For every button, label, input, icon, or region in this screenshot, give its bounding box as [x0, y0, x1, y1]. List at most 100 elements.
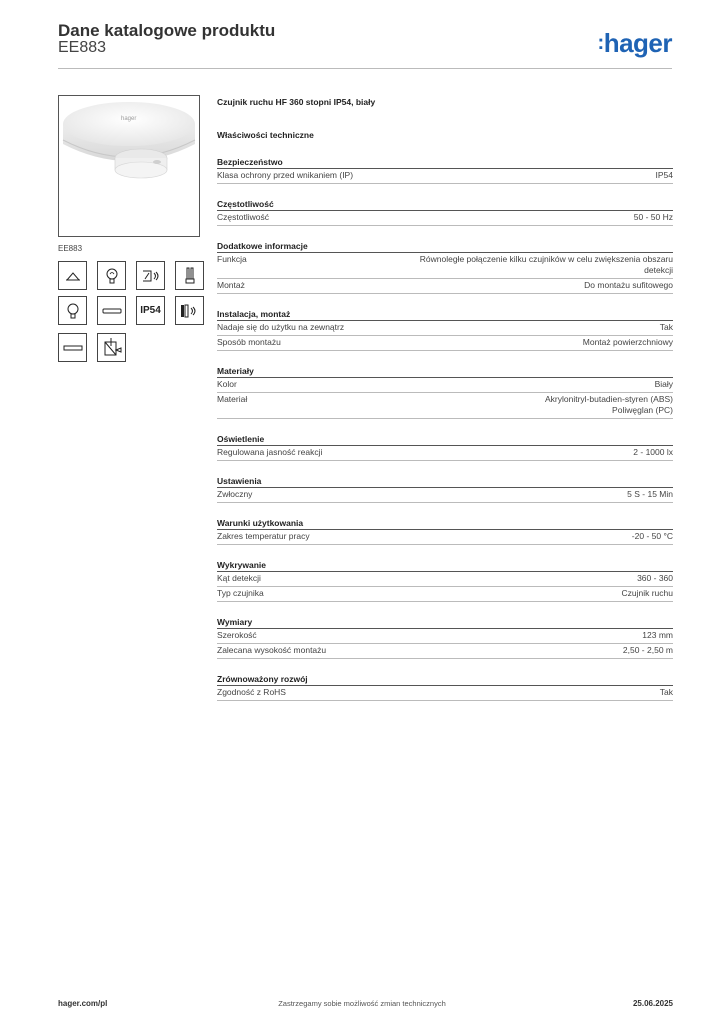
ip-rating-icon: IP54 — [136, 296, 165, 325]
spec-key: Montaż — [217, 280, 245, 290]
spec-value: -20 - 50 °C — [320, 531, 673, 542]
spec-row: Typ czujnika Czujnik ruchu — [217, 587, 673, 602]
spec-group-title: Wykrywanie — [217, 559, 673, 572]
ceiling-mount-icon — [58, 261, 87, 290]
spec-row: Materiał Akrylonitryl-butadien-styren (AB… — [217, 393, 673, 419]
spec-key: Zgodność z RoHS — [217, 687, 286, 697]
spec-value: Tak — [354, 322, 673, 333]
spec-key: Zakres temperatur pracy — [217, 531, 310, 541]
image-caption: EE883 — [58, 244, 83, 253]
spec-value-line: Biały — [654, 379, 673, 389]
spec-row: Sposób montażu Montaż powierzchniowy — [217, 336, 673, 351]
linear-lamp-icon — [58, 333, 87, 362]
spec-value: Czujnik ruchu — [274, 588, 674, 599]
product-image: hager — [58, 95, 200, 237]
spec-value: Biały — [247, 379, 673, 390]
spec-value: 2 - 1000 lx — [332, 447, 673, 458]
section-heading: Właściwości techniczne — [217, 130, 314, 140]
product-name: Czujnik ruchu HF 360 stopni IP54, biały — [217, 97, 376, 107]
spec-key: Materiał — [217, 394, 248, 404]
hf-sensor-icon — [175, 296, 204, 325]
spec-row: Zgodność z RoHS Tak — [217, 686, 673, 701]
spec-value: 50 - 50 Hz — [279, 212, 673, 223]
spec-value-line: Równoległe połączenie kilku czujników w … — [419, 254, 673, 264]
spec-value: 2,50 - 2,50 m — [336, 645, 673, 656]
spec-value-line: 2,50 - 2,50 m — [622, 645, 673, 655]
footer-notice: Zastrzegamy sobie możliwość zmian techni… — [278, 999, 446, 1008]
bulb-incandescent-icon — [97, 261, 126, 290]
spec-group-title: Zrównoważony rozwój — [217, 673, 673, 686]
spec-value: 5 S - 15 Min — [262, 489, 673, 500]
spec-value-line: 123 mm — [642, 630, 673, 640]
motion-detection-icon — [136, 261, 165, 290]
spec-key: Nadaje się do użytku na zewnątrz — [217, 322, 345, 332]
spec-key: Funkcja — [217, 254, 247, 264]
spec-value-line: Akrylonitryl-butadien-styren (ABS) — [544, 394, 673, 404]
spec-value-line: 5 S - 15 Min — [627, 489, 673, 499]
spec-value-line: Montaż powierzchniowy — [582, 337, 673, 347]
hager-logo: :hager — [597, 28, 673, 58]
spec-row: Zwłoczny 5 S - 15 Min — [217, 488, 673, 503]
spec-group-title: Materiały — [217, 365, 673, 378]
spec-key: Klasa ochrony przed wnikaniem (IP) — [217, 170, 354, 180]
footer-website[interactable]: hager.com/pl — [58, 999, 108, 1008]
spec-group-title: Ustawienia — [217, 475, 673, 488]
spec-key: Sposób montażu — [217, 337, 281, 347]
spec-value-line: Tak — [659, 322, 673, 332]
spec-value: 123 mm — [267, 630, 673, 641]
spec-row: Częstotliwość 50 - 50 Hz — [217, 211, 673, 226]
product-code: EE883 — [58, 39, 107, 56]
spec-row: Montaż Do montażu sufitowego — [217, 279, 673, 294]
spec-value-line: detekcji — [644, 265, 673, 275]
spec-value-line: Do montażu sufitowego — [584, 280, 673, 290]
spec-row: Klasa ochrony przed wnikaniem (IP)IP54 — [217, 169, 673, 184]
spec-value: Tak — [296, 687, 673, 698]
spec-value: Montaż powierzchniowy — [291, 337, 673, 348]
spec-row: Zakres temperatur pracy -20 - 50 °C — [217, 530, 673, 545]
spec-group-title: Warunki użytkowania — [217, 517, 673, 530]
spec-row: Regulowana jasność reakcji 2 - 1000 lx — [217, 446, 673, 461]
spec-value-line: -20 - 50 °C — [631, 531, 673, 541]
spec-value-line: 2 - 1000 lx — [633, 447, 673, 457]
spec-key: Typ czujnika — [217, 588, 264, 598]
tube-lamp-icon — [97, 296, 126, 325]
spec-group-title: Wymiary — [217, 616, 673, 629]
fluorescent-lamp-icon — [175, 261, 204, 290]
spec-value-line: Tak — [659, 687, 673, 697]
spec-value: Równoległe połączenie kilku czujników w … — [257, 254, 673, 276]
spec-value-line: 360 - 360 — [637, 573, 673, 583]
electronic-transformer-icon — [97, 333, 126, 362]
spec-value-line: Czujnik ruchu — [621, 588, 674, 598]
spec-table: Czujnik ruchu HF 360 stopni IP54, biały … — [217, 97, 673, 701]
spec-group-title: Instalacja, montaż — [217, 308, 673, 321]
spec-key: Częstotliwość — [217, 212, 269, 222]
spec-value-line: Poliwęglan (PC) — [612, 405, 673, 415]
spec-row: Funkcja Równoległe połączenie kilku czujn… — [217, 253, 673, 279]
header-divider — [58, 68, 672, 69]
spec-group-title: Oświetlenie — [217, 433, 673, 446]
spec-value: 360 - 360 — [271, 573, 673, 584]
svg-text:hager: hager — [121, 116, 136, 122]
footer-date: 25.06.2025 — [632, 999, 673, 1008]
spec-value: Akrylonitryl-butadien-styren (ABS)Poliwę… — [257, 394, 673, 416]
spec-key: Regulowana jasność reakcji — [217, 447, 323, 457]
spec-group-title: Dodatkowe informacje — [217, 240, 673, 253]
spec-key: Zalecana wysokość montażu — [217, 645, 327, 655]
led-bulb-icon — [58, 296, 87, 325]
spec-value: Do montażu sufitowego — [255, 280, 673, 291]
spec-row: Nadaje się do użytku na zewnątrz Tak — [217, 321, 673, 336]
spec-key: Zwłoczny — [217, 489, 253, 499]
